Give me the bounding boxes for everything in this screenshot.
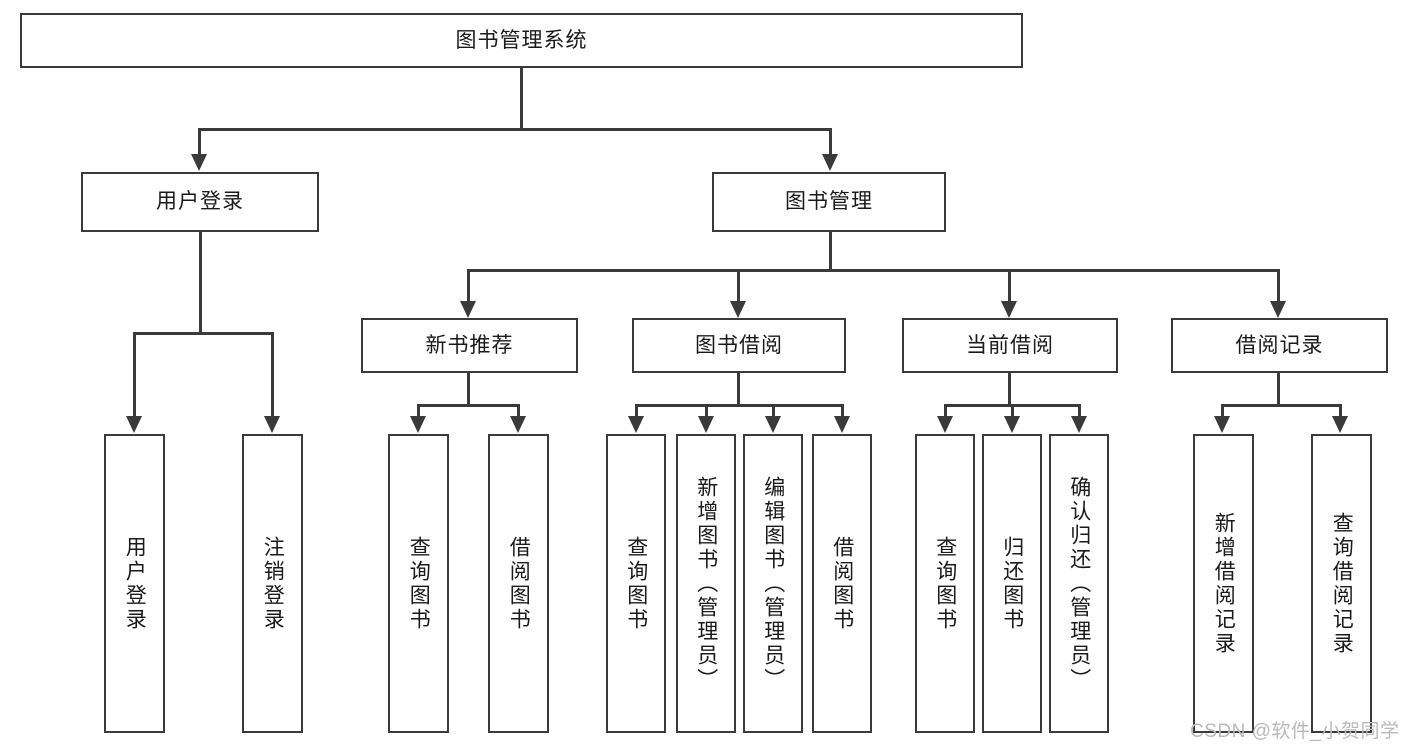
node-label: 新书推荐	[425, 333, 514, 357]
connector-current-to-leaf3	[1078, 404, 1081, 418]
connector-record-to-leaf2	[1339, 404, 1342, 418]
node-label: 图书管理	[785, 190, 873, 214]
leaf-record-query-record[interactable]: 查询借阅记录	[1311, 434, 1372, 733]
connector-root-trunk	[520, 68, 523, 130]
arrowhead-recommend-leaf2	[510, 416, 526, 433]
connector-record-bar	[1221, 404, 1342, 407]
arrowhead-borrow-leaf2	[698, 416, 714, 433]
node-label: 图书管理系统	[455, 28, 588, 52]
connector-current-trunk	[1008, 373, 1011, 406]
connector-borrow-to-leaf3	[772, 404, 775, 418]
arrowhead-bookmgmt-record	[1270, 301, 1286, 318]
leaf-record-add-record[interactable]: 新增借阅记录	[1193, 434, 1254, 733]
node-label: 用户登录	[156, 190, 244, 214]
connector-record-trunk	[1277, 373, 1280, 406]
arrowhead-current-leaf2	[1004, 416, 1020, 433]
leaf-logout-login[interactable]: 注销登录	[242, 434, 303, 733]
connector-recommend-trunk	[467, 373, 470, 406]
leaf-recommend-query-book[interactable]: 查询图书	[388, 434, 449, 733]
arrowhead-root-to-bookmgmt	[822, 154, 838, 171]
node-label: 查询借阅记录	[1330, 511, 1354, 656]
arrowhead-current-leaf3	[1071, 416, 1087, 433]
node-borrow-record[interactable]: 借阅记录	[1171, 318, 1388, 373]
node-new-book-recommend[interactable]: 新书推荐	[361, 318, 578, 373]
leaf-user-login[interactable]: 用户登录	[104, 434, 165, 733]
connector-borrow-to-leaf2	[705, 404, 708, 418]
connector-borrow-trunk	[737, 373, 740, 406]
connector-root-to-login	[198, 128, 201, 156]
node-label: 借阅图书	[507, 535, 531, 632]
node-book-borrow[interactable]: 图书借阅	[632, 318, 846, 373]
leaf-borrow-query-book[interactable]: 查询图书	[606, 434, 666, 733]
arrowhead-bookmgmt-borrow	[730, 301, 746, 318]
node-label: 确认归还（管理员）	[1067, 475, 1091, 692]
arrowhead-record-leaf1	[1214, 416, 1230, 433]
node-current-borrow[interactable]: 当前借阅	[902, 318, 1118, 373]
arrowhead-borrow-leaf1	[628, 416, 644, 433]
node-label: 用户登录	[123, 535, 147, 632]
connector-bookmgmt-to-record	[1277, 269, 1280, 303]
connector-bookmgmt-bar	[467, 269, 1279, 272]
leaf-borrow-borrow-book[interactable]: 借阅图书	[812, 434, 872, 733]
arrowhead-borrow-leaf4	[834, 416, 850, 433]
node-label: 查询图书	[407, 535, 431, 632]
node-label: 新增图书（管理员）	[694, 475, 718, 692]
leaf-borrow-add-book-admin[interactable]: 新增图书（管理员）	[676, 434, 736, 733]
node-label: 借阅图书	[830, 535, 854, 632]
connector-login-trunk	[199, 232, 202, 334]
connector-bookmgmt-to-current	[1008, 269, 1011, 303]
arrowhead-bookmgmt-current	[1001, 301, 1017, 318]
connector-root-bar	[198, 128, 832, 131]
node-user-login[interactable]: 用户登录	[81, 172, 319, 232]
connector-recommend-bar	[417, 404, 520, 407]
arrowhead-recommend-leaf1	[410, 416, 426, 433]
connector-root-to-bookmgmt	[829, 128, 832, 156]
node-label: 借阅记录	[1235, 333, 1324, 357]
connector-login-bar	[133, 332, 273, 335]
node-root-system[interactable]: 图书管理系统	[20, 13, 1023, 68]
connector-record-to-leaf1	[1221, 404, 1224, 418]
arrowhead-login-leaf1	[126, 416, 142, 433]
leaf-current-confirm-return-admin[interactable]: 确认归还（管理员）	[1049, 434, 1109, 733]
connector-borrow-to-leaf1	[635, 404, 638, 418]
connector-bookmgmt-to-borrow	[737, 269, 740, 303]
arrowhead-borrow-leaf3	[765, 416, 781, 433]
node-label: 查询图书	[624, 535, 648, 632]
node-book-management[interactable]: 图书管理	[712, 172, 946, 232]
arrowhead-bookmgmt-new	[460, 301, 476, 318]
node-label: 编辑图书（管理员）	[761, 475, 785, 692]
arrowhead-current-leaf1	[937, 416, 953, 433]
node-label: 归还图书	[1000, 535, 1024, 632]
connector-borrow-to-leaf4	[841, 404, 844, 418]
arrowhead-record-leaf2	[1332, 416, 1348, 433]
connector-recommend-to-leaf1	[417, 404, 420, 418]
arrowhead-login-leaf2	[264, 416, 280, 433]
node-label: 注销登录	[261, 535, 285, 632]
leaf-borrow-edit-book-admin[interactable]: 编辑图书（管理员）	[743, 434, 803, 733]
leaf-recommend-borrow-book[interactable]: 借阅图书	[488, 434, 549, 733]
connector-bookmgmt-trunk	[829, 232, 832, 272]
connector-current-to-leaf1	[944, 404, 947, 418]
connector-bookmgmt-to-new	[467, 269, 470, 303]
connector-login-to-leaf2	[271, 332, 274, 418]
connector-login-to-leaf1	[133, 332, 136, 418]
leaf-current-return-book[interactable]: 归还图书	[982, 434, 1042, 733]
node-label: 图书借阅	[695, 333, 783, 357]
connector-current-to-leaf2	[1011, 404, 1014, 418]
leaf-current-query-book[interactable]: 查询图书	[915, 434, 975, 733]
arrowhead-root-to-login	[191, 154, 207, 171]
node-label: 新增借阅记录	[1212, 511, 1236, 656]
node-label: 查询图书	[933, 535, 957, 632]
node-label: 当前借阅	[966, 333, 1054, 357]
connector-borrow-bar	[635, 404, 844, 407]
connector-recommend-to-leaf2	[517, 404, 520, 418]
